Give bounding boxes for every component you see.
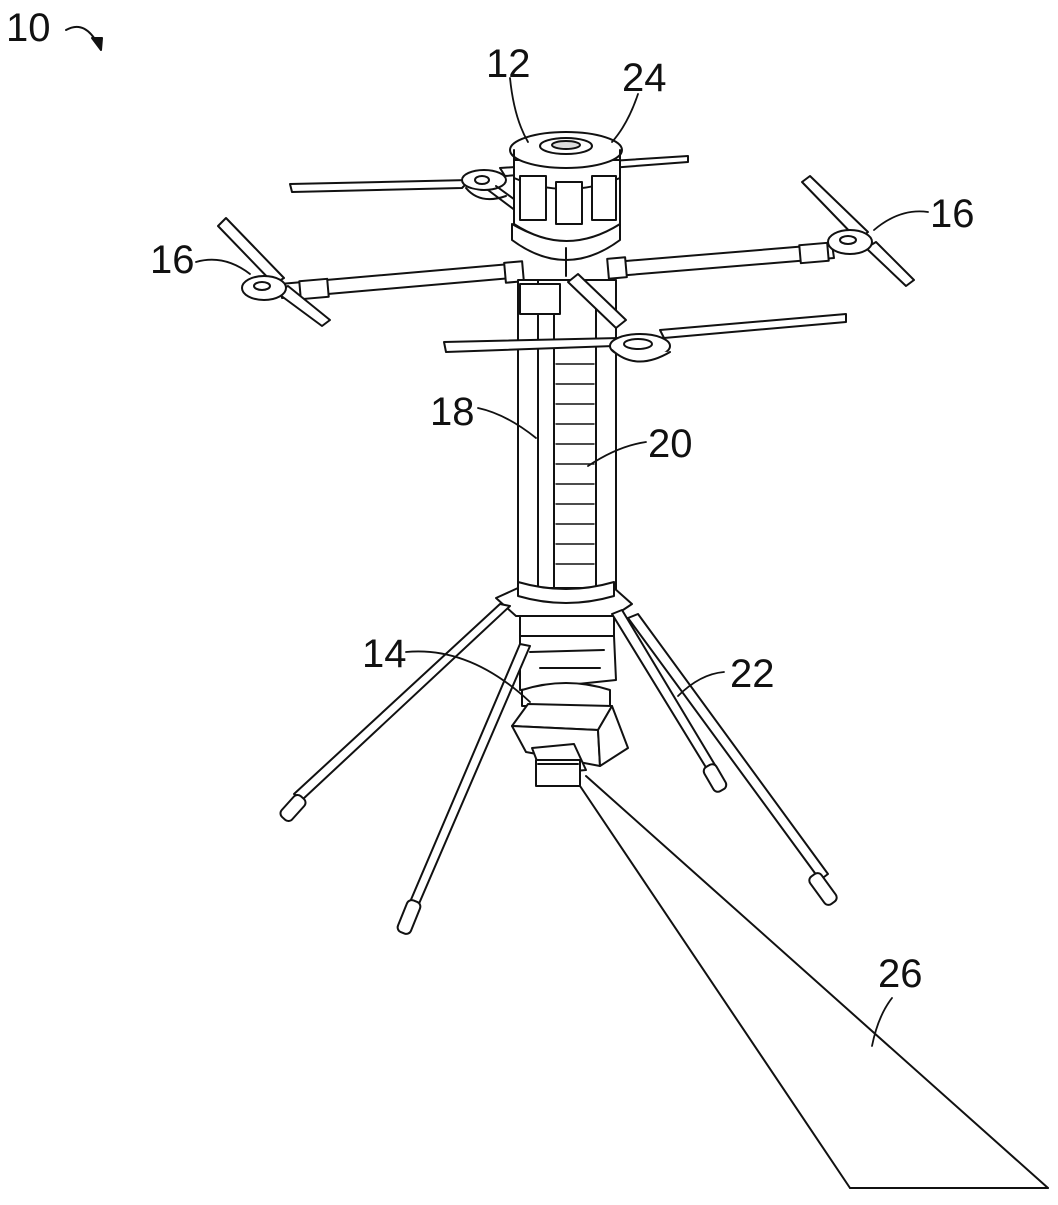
- ref-device: 10: [6, 6, 51, 50]
- rotor-left: [217, 217, 331, 327]
- mast-segments: [555, 343, 595, 565]
- camera-unit: [511, 682, 629, 787]
- ref-rotor-left: 16: [150, 238, 195, 282]
- ref-projection: 26: [878, 952, 923, 996]
- ref-mast-segments: 20: [648, 422, 693, 466]
- ref-legs: 22: [730, 652, 775, 696]
- ref-mast: 18: [430, 390, 475, 434]
- leg-bracket: [495, 581, 633, 691]
- rotor-right: [801, 175, 915, 287]
- rotor-blade-back: [289, 155, 689, 215]
- ref-camera: 14: [362, 632, 407, 676]
- tripod-legs: [279, 603, 838, 935]
- ref-rotor-right: 16: [930, 192, 975, 236]
- ref-housing-ring: 24: [622, 56, 667, 100]
- leader-lines: [195, 77, 929, 1047]
- device-arrow: [65, 25, 99, 45]
- projection-cone: [575, 775, 1049, 1189]
- ref-top-unit: 12: [486, 42, 531, 86]
- mast: [517, 279, 617, 591]
- rotor-arm-horizontal: [279, 241, 835, 301]
- rotor-blade-front: [443, 273, 847, 363]
- device-arrowhead: [91, 37, 103, 51]
- top-unit: [509, 131, 623, 277]
